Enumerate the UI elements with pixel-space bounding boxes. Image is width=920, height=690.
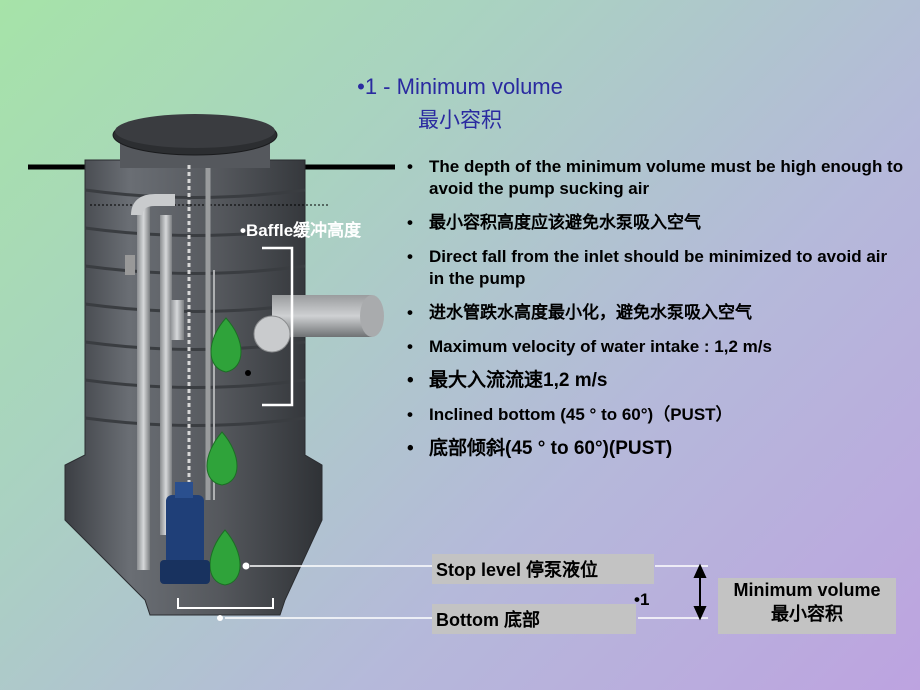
bullet-item: Inclined bottom (45 ° to 60°)（PUST） <box>405 404 905 426</box>
title-line-cn: 最小容积 <box>418 109 502 132</box>
bullet-list: The depth of the minimum volume must be … <box>405 156 905 472</box>
bullet-item: Maximum velocity of water intake : 1,2 m… <box>405 336 905 358</box>
bullet-item: The depth of the minimum volume must be … <box>405 156 905 200</box>
submersible-pump <box>160 482 210 584</box>
stop-level-label: Stop level 停泵液位 <box>432 554 654 584</box>
slide-title: •1 - Minimum volume 最小容积 <box>300 74 620 134</box>
bullet-item: 进水管跌水高度最小化，避免水泵吸入空气 <box>405 302 905 324</box>
float-switch-mid <box>206 431 238 486</box>
min-volume-box: Minimum volume 最小容积 <box>718 578 896 634</box>
bullet-item: Direct fall from the inlet should be min… <box>405 246 905 290</box>
title-line-en: •1 - Minimum volume <box>357 74 563 99</box>
bullet-item: 最大入流流速1,2 m/s <box>405 370 905 392</box>
marker-label: •1 <box>634 590 650 609</box>
min-volume-cn: 最小容积 <box>771 604 843 624</box>
float-switch-low <box>209 529 241 586</box>
bullet-item: 最小容积高度应该避免水泵吸入空气 <box>405 212 905 234</box>
float-switch-high <box>210 317 242 373</box>
bullet-item: 底部倾斜(45 ° to 60°)(PUST) <box>405 438 905 460</box>
min-volume-en: Minimum volume <box>733 580 881 600</box>
baffle-bracket <box>262 246 294 407</box>
bottom-label: Bottom 底部 <box>432 604 636 634</box>
min-volume-arrow <box>693 563 707 621</box>
baffle-label: •Baffle缓冲高度 <box>240 221 362 240</box>
